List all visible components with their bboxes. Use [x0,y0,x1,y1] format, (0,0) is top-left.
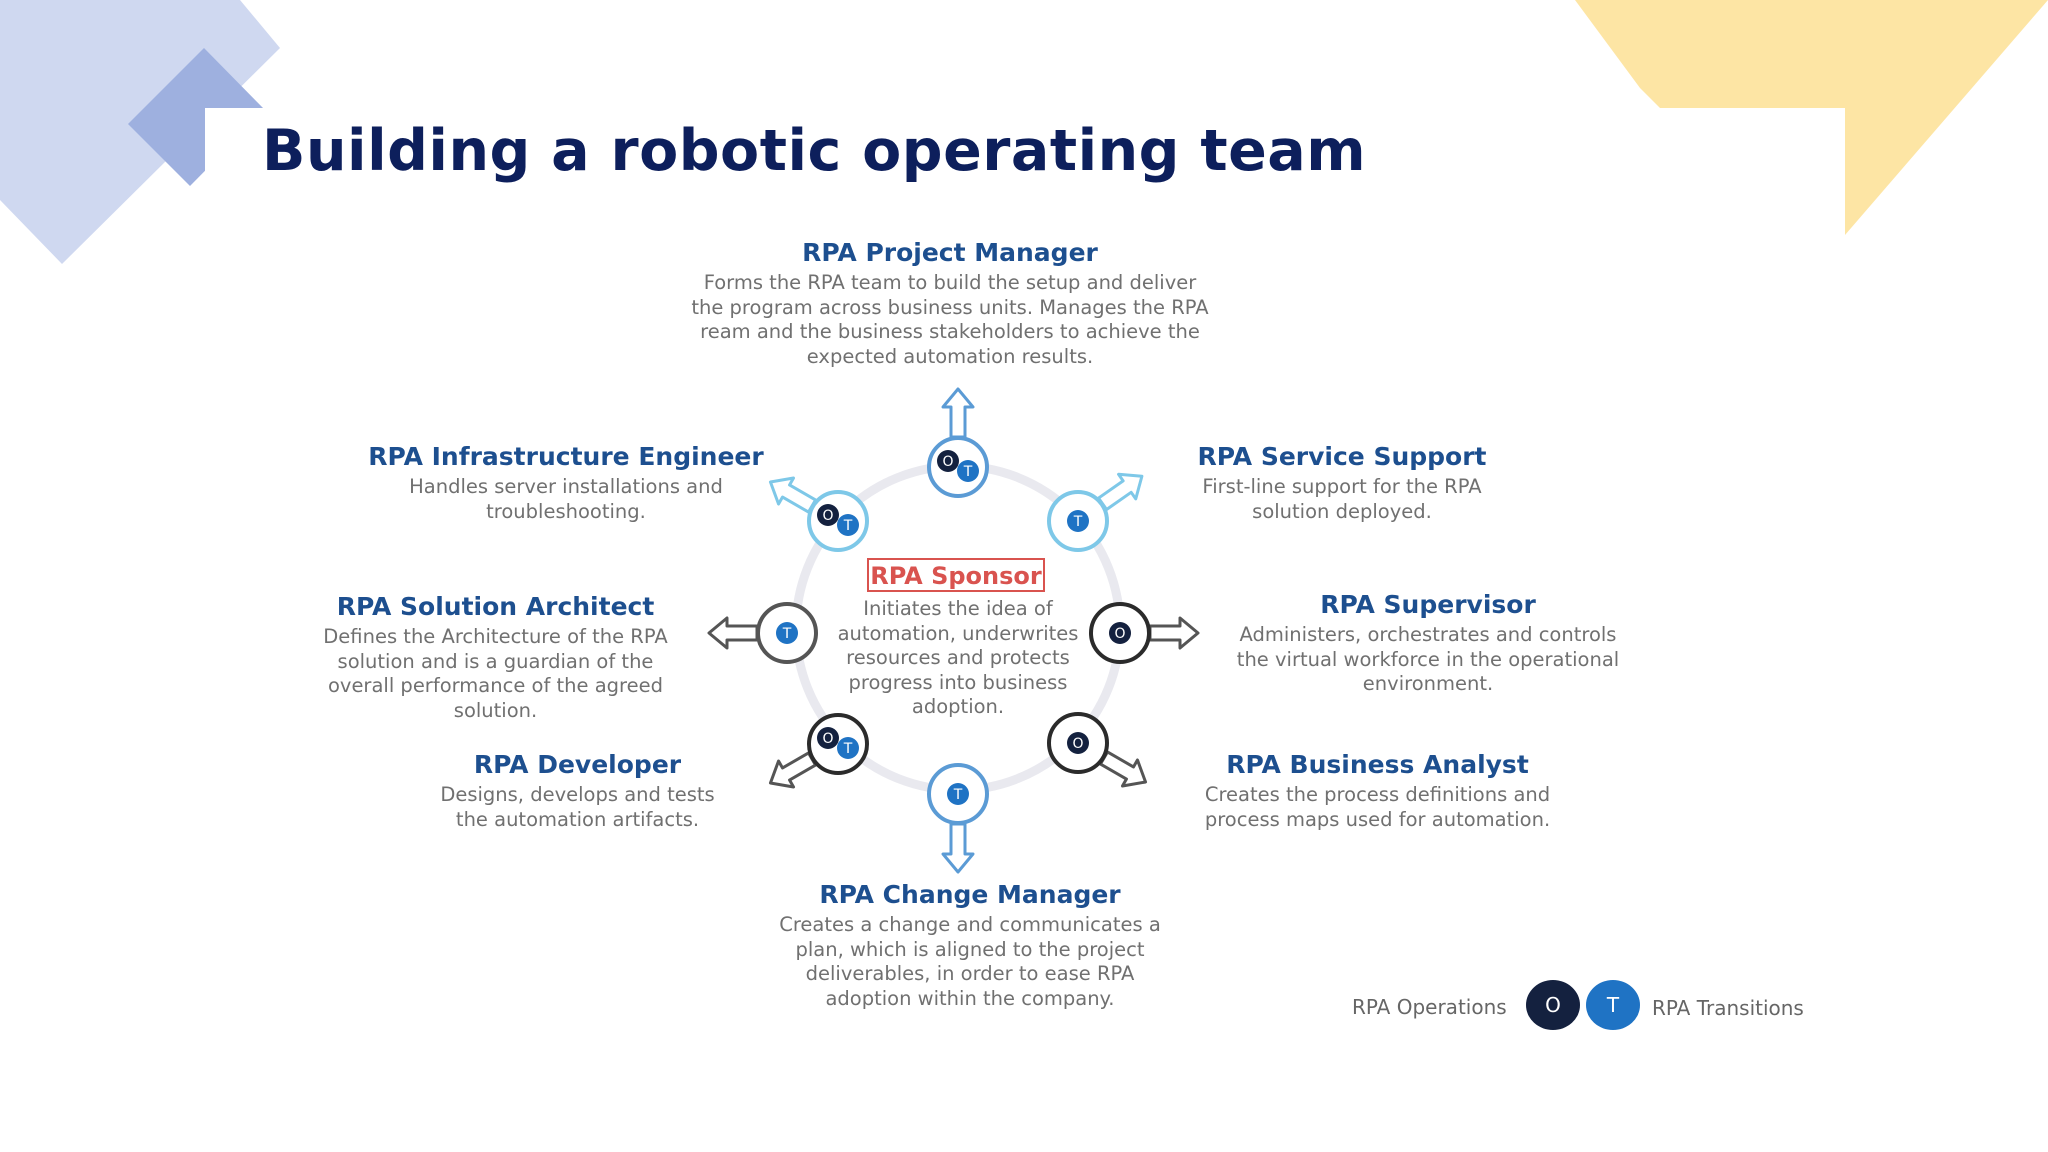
badge-letter: T [782,626,792,642]
sponsor-title: RPA Sponsor [867,558,1045,592]
role-description: Creates a change and communicates a plan… [760,913,1180,1011]
role-developer: RPA Developer Designs, develops and test… [430,750,725,832]
legend-badge-letter: T [1606,993,1620,1017]
role-description: Administers, orchestrates and controls t… [1228,623,1628,697]
badge-letter: O [822,731,833,747]
badge-letter: T [963,464,973,480]
role-node-developer: OT [763,715,867,796]
badge-letter: O [1114,626,1125,642]
legend-transitions-label: RPA Transitions [1652,996,1804,1020]
role-title: RPA Supervisor [1228,590,1628,619]
role-description: Defines the Architecture of the RPA solu… [318,625,673,723]
role-title: RPA Project Manager [690,238,1210,267]
role-description: Designs, develops and tests the automati… [430,783,725,832]
badge-letter: T [953,787,963,803]
role-description: Forms the RPA team to build the setup an… [690,271,1210,369]
role-node-project-manager: OT [929,389,987,496]
role-solution-architect: RPA Solution Architect Defines the Archi… [318,592,673,723]
role-title: RPA Infrastructure Engineer [366,442,766,471]
role-service-support: RPA Service Support First-line support f… [1192,442,1492,524]
badge-letter: T [843,518,853,534]
role-title: RPA Business Analyst [1175,750,1580,779]
role-title: RPA Developer [430,750,725,779]
role-node-service-support: T [1049,464,1150,550]
role-title: RPA Solution Architect [318,592,673,621]
role-description: Handles server installations and trouble… [366,475,766,524]
badge-letter: O [1072,736,1083,752]
badge-letter: T [1073,514,1083,530]
arrow-left-icon [709,618,757,648]
role-business-analyst: RPA Business Analyst Creates the process… [1175,750,1580,832]
role-node-business-analyst: O [1049,714,1153,795]
role-title: RPA Change Manager [760,880,1180,909]
sponsor-description: Initiates the idea of automation, underw… [818,597,1098,720]
role-description: First-line support for the RPA solution … [1192,475,1492,524]
role-node-supervisor: O [1091,604,1198,662]
role-change-manager: RPA Change Manager Creates a change and … [760,880,1180,1011]
role-description: Creates the process definitions and proc… [1175,783,1580,832]
role-node-change-manager: T [929,765,987,872]
role-project-manager: RPA Project Manager Forms the RPA team t… [690,238,1210,369]
badge-letter: O [822,508,833,524]
role-node-solution-architect: T [709,604,816,662]
badge-letter: T [843,741,853,757]
role-title: RPA Service Support [1192,442,1492,471]
role-node-infrastructure-engineer: OT [763,469,867,550]
badge-letter: O [942,454,953,470]
arrow-right-icon [1150,618,1198,648]
legend-badge-letter: O [1545,993,1561,1017]
arrow-down-icon [943,824,973,872]
legend-operations-label: RPA Operations [1352,995,1507,1019]
role-supervisor: RPA Supervisor Administers, orchestrates… [1228,590,1628,697]
arrow-up-icon [943,389,973,437]
role-infrastructure-engineer: RPA Infrastructure Engineer Handles serv… [366,442,766,524]
